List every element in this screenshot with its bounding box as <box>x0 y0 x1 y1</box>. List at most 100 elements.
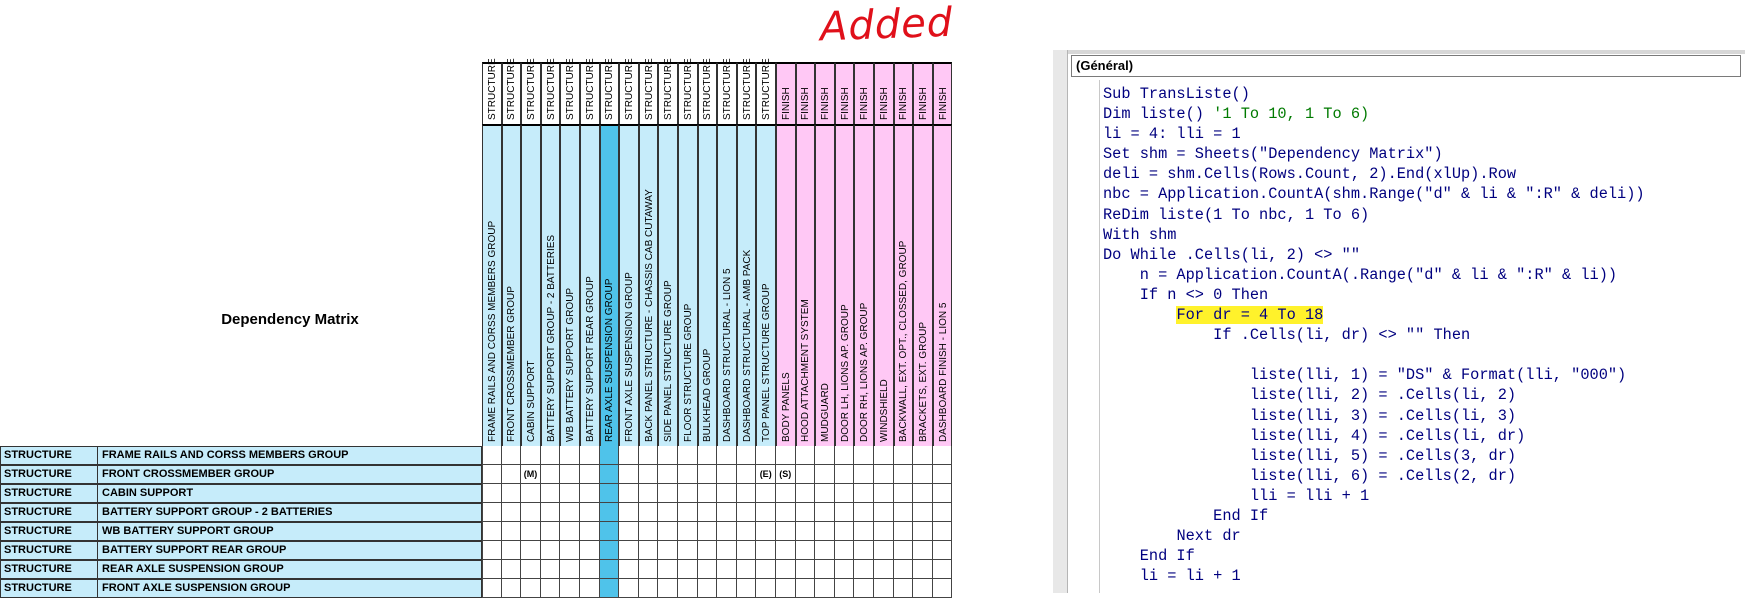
column-name-header[interactable]: BACK PANEL STRUCTURE - CHASSIS CAB CUTAW… <box>638 124 659 446</box>
code-line[interactable]: Set shm = Sheets("Dependency Matrix") <box>1103 144 1645 164</box>
matrix-cell[interactable] <box>482 579 502 598</box>
matrix-cell[interactable] <box>932 503 953 522</box>
column-category-header[interactable]: STRUCTURE <box>678 58 698 124</box>
matrix-cell[interactable] <box>560 522 580 541</box>
matrix-cell[interactable] <box>932 579 953 598</box>
matrix-cell[interactable] <box>776 484 796 503</box>
matrix-cell[interactable] <box>599 503 620 522</box>
matrix-cell[interactable] <box>697 503 718 522</box>
matrix-cell[interactable] <box>580 484 600 503</box>
matrix-cell[interactable] <box>619 503 639 522</box>
column-name-header[interactable]: REAR AXLE SUSPENSION GROUP <box>599 124 620 446</box>
column-name-header[interactable]: FRONT AXLE SUSPENSION GROUP <box>619 124 639 446</box>
matrix-cell[interactable] <box>874 484 894 503</box>
matrix-cell[interactable] <box>893 446 914 465</box>
code-line[interactable]: liste(lli, 5) = .Cells(3, dr) <box>1103 446 1645 466</box>
matrix-cell[interactable] <box>658 522 678 541</box>
matrix-cell[interactable] <box>854 446 874 465</box>
matrix-cell[interactable] <box>501 484 522 503</box>
matrix-cell[interactable] <box>521 560 541 579</box>
column-name-header[interactable]: SIDE PANEL STRUCTURE GROUP <box>658 124 678 446</box>
matrix-cell[interactable] <box>638 446 659 465</box>
matrix-cell[interactable] <box>874 579 894 598</box>
matrix-cell[interactable] <box>540 446 561 465</box>
column-name-header[interactable]: DASHBOARD FINISH - LION 5 <box>932 124 953 446</box>
matrix-cell[interactable] <box>717 579 737 598</box>
code-line[interactable]: liste(lli, 4) = .Cells(li, dr) <box>1103 426 1645 446</box>
matrix-cell[interactable] <box>932 560 953 579</box>
code-line[interactable]: nbc = Application.CountA(shm.Range("d" &… <box>1103 184 1645 204</box>
matrix-cell[interactable] <box>932 522 953 541</box>
matrix-cell[interactable] <box>697 560 718 579</box>
matrix-cell[interactable] <box>736 484 757 503</box>
matrix-cell[interactable] <box>776 560 796 579</box>
matrix-cell[interactable] <box>580 522 600 541</box>
matrix-cell[interactable] <box>678 446 698 465</box>
matrix-cell[interactable] <box>795 522 816 541</box>
matrix-cell[interactable] <box>795 503 816 522</box>
matrix-cell[interactable] <box>599 465 620 484</box>
matrix-cell[interactable] <box>540 522 561 541</box>
matrix-cell[interactable] <box>678 465 698 484</box>
column-name-header[interactable]: CABIN SUPPORT <box>521 124 541 446</box>
column-name-header[interactable]: FRONT CROSSMEMBER GROUP <box>501 124 522 446</box>
code-line[interactable]: Do While .Cells(li, 2) <> "" <box>1103 245 1645 265</box>
column-category-header[interactable]: FINISH <box>776 62 796 124</box>
column-name-header[interactable]: FLOOR STRUCTURE GROUP <box>678 124 698 446</box>
matrix-cell[interactable] <box>874 522 894 541</box>
matrix-cell[interactable] <box>795 484 816 503</box>
matrix-cell[interactable] <box>736 541 757 560</box>
matrix-cell[interactable] <box>815 579 835 598</box>
matrix-cell[interactable] <box>736 465 757 484</box>
matrix-cell[interactable] <box>756 560 776 579</box>
matrix-cell[interactable] <box>482 522 502 541</box>
matrix-cell[interactable] <box>854 484 874 503</box>
matrix-cell[interactable] <box>658 560 678 579</box>
matrix-cell[interactable] <box>580 579 600 598</box>
matrix-cell[interactable] <box>834 465 855 484</box>
matrix-cell[interactable] <box>560 446 580 465</box>
column-category-header[interactable]: FINISH <box>854 62 874 124</box>
column-category-header[interactable]: STRUCTURE <box>756 58 776 124</box>
matrix-cell[interactable] <box>678 541 698 560</box>
matrix-cell[interactable] <box>854 465 874 484</box>
row-name-cell[interactable]: REAR AXLE SUSPENSION GROUP <box>98 560 482 579</box>
column-name-header[interactable]: BATTERY SUPPORT REAR GROUP <box>580 124 600 446</box>
matrix-cell[interactable] <box>540 541 561 560</box>
matrix-cell[interactable] <box>776 503 796 522</box>
matrix-cell[interactable] <box>932 541 953 560</box>
matrix-cell[interactable] <box>736 446 757 465</box>
matrix-cell[interactable] <box>540 503 561 522</box>
matrix-cell[interactable] <box>619 560 639 579</box>
matrix-cell[interactable] <box>599 560 620 579</box>
column-category-header[interactable]: FINISH <box>893 62 914 124</box>
column-category-header[interactable]: STRUCTURE <box>599 58 620 124</box>
matrix-cell[interactable] <box>697 446 718 465</box>
column-category-header[interactable]: STRUCTURE <box>638 58 659 124</box>
column-category-header[interactable]: FINISH <box>913 62 933 124</box>
matrix-cell[interactable] <box>658 579 678 598</box>
column-name-header[interactable]: BRACKETS, EXT. GROUP <box>913 124 933 446</box>
matrix-cell[interactable] <box>834 484 855 503</box>
row-name-cell[interactable]: BATTERY SUPPORT GROUP - 2 BATTERIES <box>98 503 482 522</box>
column-category-header[interactable]: STRUCTURE <box>697 58 718 124</box>
matrix-cell[interactable] <box>678 484 698 503</box>
matrix-cell[interactable] <box>619 579 639 598</box>
matrix-cell[interactable] <box>521 484 541 503</box>
matrix-cell[interactable] <box>697 465 718 484</box>
matrix-cell[interactable] <box>697 484 718 503</box>
column-category-header[interactable]: STRUCTURE <box>482 58 502 124</box>
matrix-cell[interactable] <box>893 503 914 522</box>
matrix-cell[interactable] <box>482 484 502 503</box>
matrix-cell[interactable] <box>913 560 933 579</box>
matrix-cell[interactable] <box>521 522 541 541</box>
code-line[interactable]: li = 4: lli = 1 <box>1103 124 1645 144</box>
matrix-cell[interactable] <box>678 503 698 522</box>
code-line[interactable] <box>1103 345 1645 365</box>
matrix-cell[interactable] <box>501 503 522 522</box>
code-line[interactable]: liste(lli, 1) = "DS" & Format(lli, "000"… <box>1103 365 1645 385</box>
matrix-cell[interactable] <box>619 541 639 560</box>
row-name-cell[interactable]: CABIN SUPPORT <box>98 484 482 503</box>
matrix-cell[interactable] <box>658 465 678 484</box>
code-line[interactable]: Next dr <box>1103 526 1645 546</box>
